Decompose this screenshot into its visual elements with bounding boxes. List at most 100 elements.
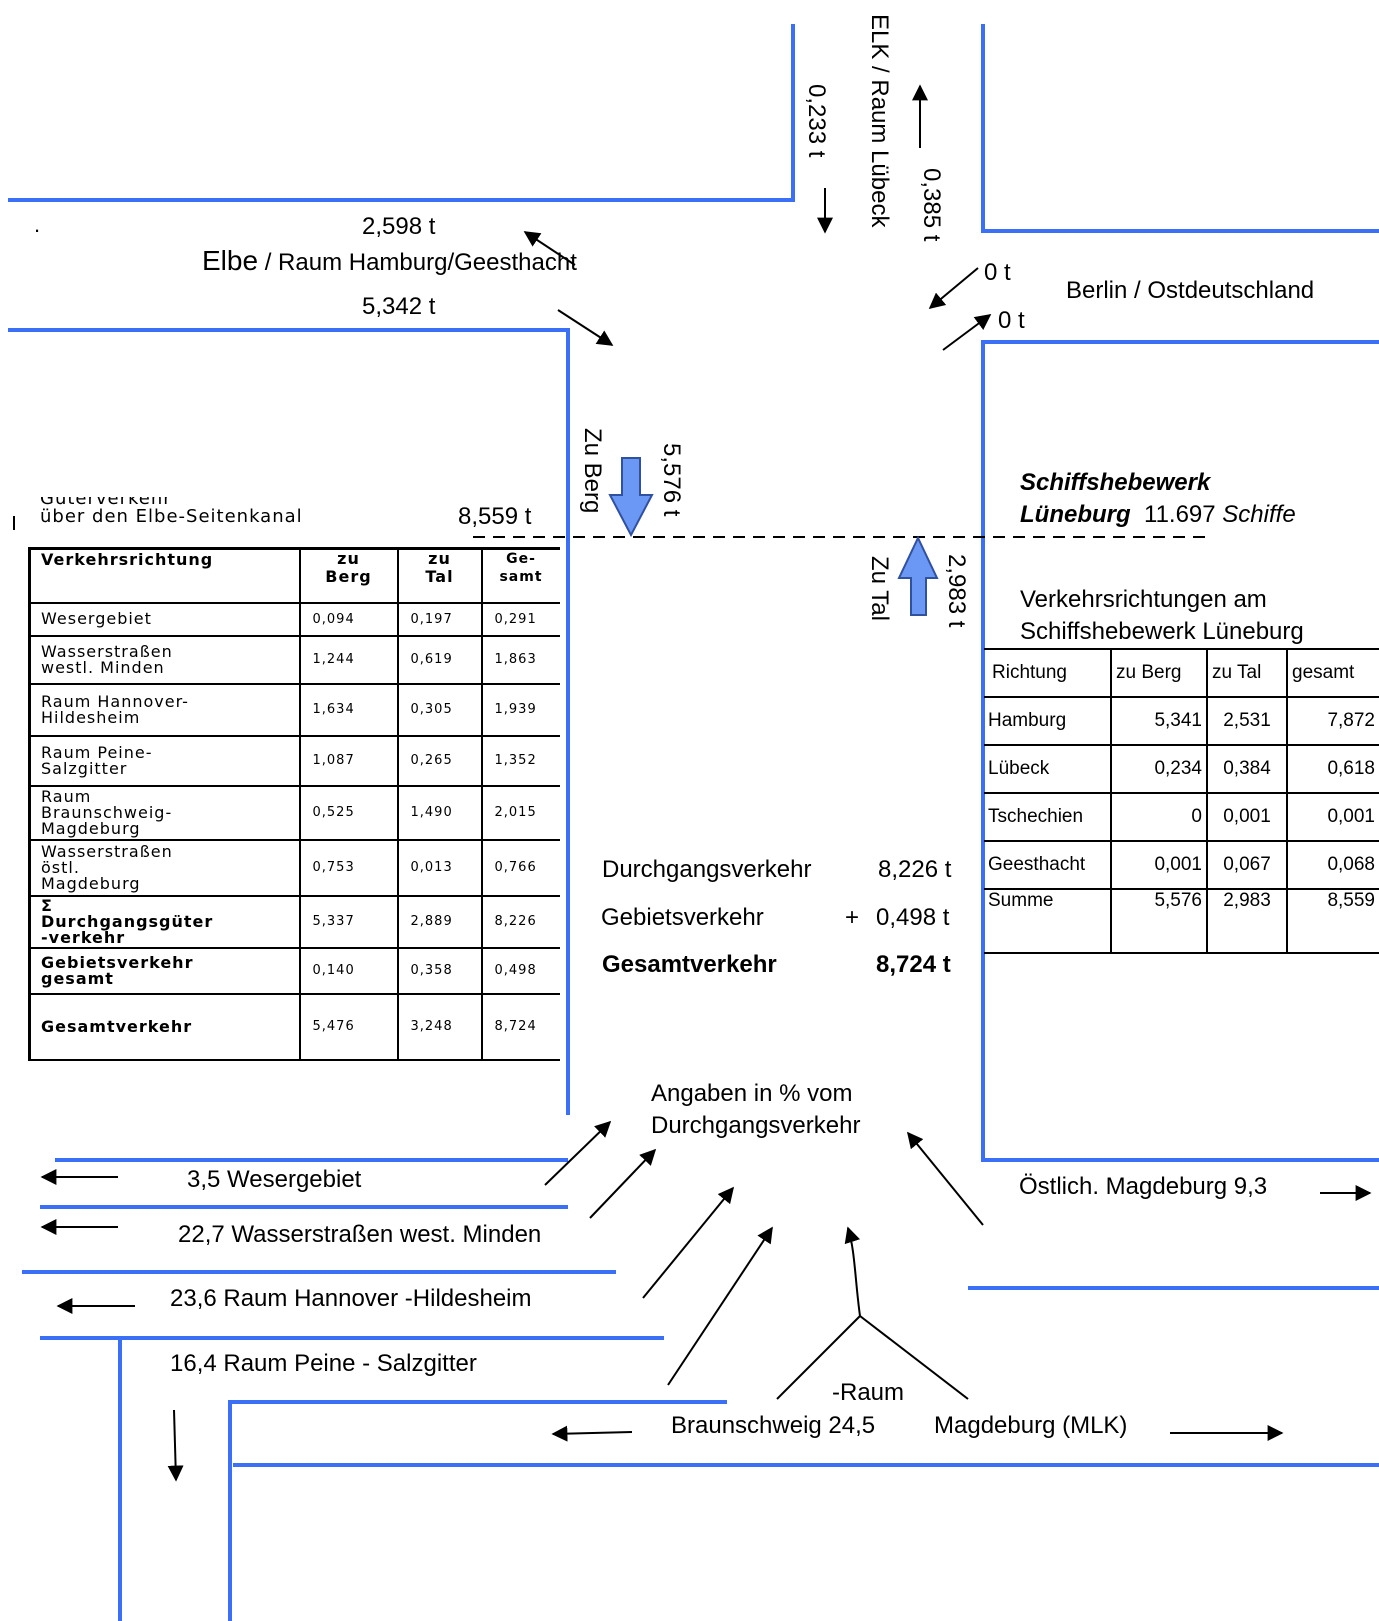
durchgang-value: 8,226 t bbox=[878, 856, 952, 883]
value-cell: 8,559 bbox=[1286, 889, 1379, 954]
cell-gesamt: 8,226 bbox=[480, 895, 560, 949]
row-label-line: Raum Hannover- bbox=[41, 691, 189, 711]
cell-berg: 5,476 bbox=[298, 993, 398, 1061]
elbe-down-value: 5,342 t bbox=[362, 293, 436, 320]
shiplift-title: Schiffshebewerk Lüneburg 11.697 Schiffe bbox=[1020, 467, 1296, 531]
shiplift-name-line2-row: Lüneburg 11.697 Schiffe bbox=[1020, 499, 1296, 531]
row-label-line: Wasserstraßen bbox=[41, 641, 173, 661]
value-cell: 0,618 bbox=[1286, 745, 1379, 794]
header-text-line: zu bbox=[428, 549, 451, 568]
berlin-label: Berlin / Ostdeutschland bbox=[1066, 277, 1315, 304]
total-value: 8,559 t bbox=[458, 503, 532, 530]
header-text-line: Ge- bbox=[506, 551, 536, 567]
right-caption-line2: Schiffshebewerk Lüneburg bbox=[1020, 618, 1304, 645]
value-cell: 0,067 bbox=[1206, 841, 1287, 890]
left-table-title-line2: über den Elbe-Seitenkanal bbox=[40, 506, 303, 527]
right-caption-line1: Verkehrsrichtungen am bbox=[1020, 586, 1267, 613]
left-table-header-cell: Ge-samt bbox=[480, 547, 560, 604]
elk-up-value: 0,385 t bbox=[918, 168, 945, 242]
value-cell: 7,872 bbox=[1286, 697, 1379, 746]
braunschweig-label: Braunschweig 24,5 bbox=[671, 1412, 876, 1439]
arrow-salzgitter-down bbox=[167, 1409, 184, 1482]
durchgang-label: Durchgangsverkehr bbox=[602, 856, 812, 883]
cell-berg: 0,525 bbox=[298, 785, 398, 841]
row-label-line: Σ bbox=[41, 895, 53, 915]
zu-tal-label: Zu Tal bbox=[866, 556, 893, 621]
cell-tal: 3,248 bbox=[396, 993, 482, 1061]
fork-right bbox=[859, 1315, 969, 1400]
row-label-line: -verkehr bbox=[41, 927, 126, 947]
header-text-line: Tal bbox=[425, 567, 454, 586]
direction-cell: Geesthacht bbox=[984, 841, 1111, 890]
direction-cell: Hamburg bbox=[984, 697, 1111, 746]
row-label-line: westl. Minden bbox=[41, 657, 165, 677]
right-header-cell: zu Tal bbox=[1206, 648, 1287, 698]
fork-left bbox=[776, 1315, 861, 1400]
gebiet-label: Gebietsverkehr bbox=[601, 904, 764, 931]
arrow-mlk-to-center bbox=[844, 1226, 861, 1317]
stray-dot: . bbox=[34, 212, 41, 237]
shiplift-name-line2: Lüneburg bbox=[1020, 501, 1131, 528]
waterway-elbe-south-bank bbox=[8, 328, 570, 1115]
gesamt-label: Gesamtverkehr bbox=[602, 951, 777, 978]
row-label: Wesergebiet bbox=[28, 602, 300, 637]
row-label-line: gesamt bbox=[41, 968, 114, 988]
arrow-elbe-down bbox=[557, 309, 614, 346]
row-label-line: Gebietsverkehr bbox=[41, 952, 194, 972]
elbe-up-value: 2,598 t bbox=[362, 213, 436, 240]
arrow-zu-tal bbox=[897, 535, 939, 616]
cell-berg: 1,244 bbox=[298, 635, 398, 685]
cell-gesamt: 2,015 bbox=[480, 785, 560, 841]
arrow-berlin-out bbox=[942, 314, 992, 351]
percent-note-line2: Durchgangsverkehr bbox=[651, 1112, 861, 1139]
traffic-arrows bbox=[40, 84, 1372, 1482]
value-cell: 0,001 bbox=[1110, 841, 1207, 890]
gesamt-value: 8,724 t bbox=[876, 951, 951, 978]
cell-gesamt: 1,863 bbox=[480, 635, 560, 685]
shiplift-name-line1: Schiffshebewerk bbox=[1020, 469, 1211, 496]
row-label-line: Salzgitter bbox=[41, 758, 128, 778]
cell-berg: 0,094 bbox=[298, 602, 398, 637]
zu-tal-value: 2,983 t bbox=[943, 554, 970, 628]
percent-note-line1: Angaben in % vom bbox=[651, 1080, 853, 1107]
raum-label: -Raum bbox=[832, 1379, 905, 1406]
elbe-word: Elbe bbox=[202, 245, 259, 276]
row-label-line: Wasserstraßen bbox=[41, 841, 173, 861]
cell-gesamt: 8,724 bbox=[480, 993, 560, 1061]
block-arrows bbox=[608, 457, 939, 616]
value-cell: 0,001 bbox=[1206, 793, 1287, 842]
cell-tal: 0,619 bbox=[396, 635, 482, 685]
cell-berg: 0,140 bbox=[298, 947, 398, 995]
value-cell: 5,576 bbox=[1110, 889, 1207, 954]
weser-label: 3,5 Wesergebiet bbox=[187, 1166, 362, 1193]
header-text-line: zu bbox=[337, 549, 360, 568]
zu-berg-label: Zu Berg bbox=[579, 428, 606, 514]
row-label-line: Braunschweig- bbox=[41, 802, 173, 822]
cell-gesamt: 0,291 bbox=[480, 602, 560, 637]
cell-berg: 1,634 bbox=[298, 683, 398, 737]
value-cell: 5,341 bbox=[1110, 697, 1207, 746]
row-label: Gesamtverkehr bbox=[28, 993, 300, 1061]
right-header-cell: Richtung bbox=[984, 648, 1111, 698]
value-cell: 2,983 bbox=[1206, 889, 1287, 954]
arrow-hannover-to-center bbox=[642, 1186, 735, 1299]
header-text-line: samt bbox=[499, 569, 543, 585]
row-label-line: östl. bbox=[41, 857, 80, 877]
row-label-line: Raum bbox=[41, 786, 92, 806]
elbe-region: / Raum Hamburg/Geesthacht bbox=[258, 249, 577, 276]
